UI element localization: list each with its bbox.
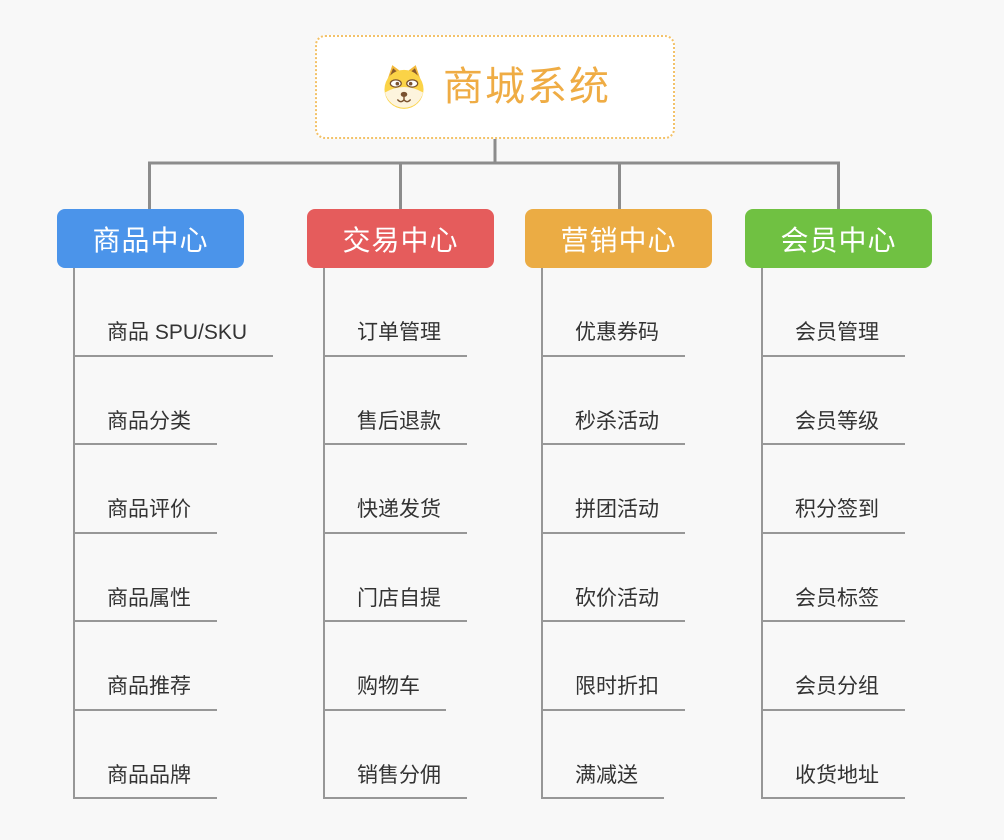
child-node[interactable]: 积分签到 <box>763 445 905 534</box>
child-node-label: 限时折扣 <box>575 675 659 699</box>
child-node[interactable]: 商品 SPU/SKU <box>75 268 274 357</box>
child-node[interactable]: 会员等级 <box>763 357 905 445</box>
child-node[interactable]: 销售分佣 <box>325 711 467 799</box>
child-node[interactable]: 订单管理 <box>325 268 467 357</box>
child-node-label: 收货地址 <box>795 763 879 787</box>
branch-children: 会员管理 会员等级 积分签到 会员标签 会员分组 收货地址 <box>761 268 975 799</box>
child-node-label: 会员管理 <box>795 321 879 345</box>
child-node-label: 商品属性 <box>107 586 191 610</box>
child-node[interactable]: 会员标签 <box>763 534 905 622</box>
child-node-label: 积分签到 <box>795 498 879 522</box>
dog-face-icon <box>384 65 424 109</box>
child-node[interactable]: 砍价活动 <box>543 534 685 622</box>
child-node-label: 商品品牌 <box>107 763 191 787</box>
child-node-label: 门店自提 <box>357 586 441 610</box>
child-node[interactable]: 拼团活动 <box>543 445 685 534</box>
root-node[interactable]: 商城系统 <box>315 35 675 139</box>
branch-1: 交易中心 订单管理 售后退款 快递发货 门店自提 购物车 销售分佣 <box>307 209 537 799</box>
child-node[interactable]: 优惠券码 <box>543 268 685 357</box>
child-node-label: 拼团活动 <box>575 498 659 522</box>
child-node-label: 快递发货 <box>357 498 441 522</box>
child-node[interactable]: 商品品牌 <box>75 711 217 799</box>
child-node[interactable]: 商品推荐 <box>75 622 217 711</box>
child-node[interactable]: 购物车 <box>325 622 446 711</box>
child-node-label: 商品 SPU/SKU <box>107 321 248 345</box>
child-node[interactable]: 会员分组 <box>763 622 905 711</box>
child-node-label: 销售分佣 <box>357 763 441 787</box>
child-node-label: 售后退款 <box>357 409 441 433</box>
branch-children: 订单管理 售后退款 快递发货 门店自提 购物车 销售分佣 <box>323 268 537 799</box>
branch-3: 会员中心 会员管理 会员等级 积分签到 会员标签 会员分组 收货地址 <box>745 209 975 799</box>
child-node[interactable]: 商品分类 <box>75 357 217 445</box>
child-node[interactable]: 门店自提 <box>325 534 467 622</box>
branch-0: 商品中心 商品 SPU/SKU 商品分类 商品评价 商品属性 商品推荐 商品品牌 <box>57 209 287 799</box>
branch-header[interactable]: 交易中心 <box>307 209 494 268</box>
child-node[interactable]: 商品评价 <box>75 445 217 534</box>
branch-header[interactable]: 营销中心 <box>525 209 712 268</box>
root-title: 商城系统 <box>443 65 611 109</box>
child-node-label: 砍价活动 <box>575 586 659 610</box>
child-node[interactable]: 会员管理 <box>763 268 905 357</box>
branch-children: 优惠券码 秒杀活动 拼团活动 砍价活动 限时折扣 满减送 <box>541 268 755 799</box>
child-node-label: 商品评价 <box>107 498 191 522</box>
branch-label: 会员中心 <box>780 224 897 256</box>
branch-label: 交易中心 <box>342 224 459 256</box>
branch-label: 营销中心 <box>560 224 677 256</box>
child-node[interactable]: 限时折扣 <box>543 622 685 711</box>
child-node[interactable]: 收货地址 <box>763 711 905 799</box>
child-node-label: 购物车 <box>357 675 420 699</box>
child-node-label: 商品推荐 <box>107 675 191 699</box>
child-node-label: 商品分类 <box>107 409 191 433</box>
child-node[interactable]: 售后退款 <box>325 357 467 445</box>
branch-label: 商品中心 <box>92 224 209 256</box>
child-node[interactable]: 快递发货 <box>325 445 467 534</box>
child-node[interactable]: 秒杀活动 <box>543 357 685 445</box>
child-node-label: 优惠券码 <box>575 321 659 345</box>
child-node[interactable]: 满减送 <box>543 711 664 799</box>
branch-header[interactable]: 会员中心 <box>745 209 932 268</box>
child-node-label: 订单管理 <box>357 321 441 345</box>
branch-children: 商品 SPU/SKU 商品分类 商品评价 商品属性 商品推荐 商品品牌 <box>73 268 287 799</box>
branch-2: 营销中心 优惠券码 秒杀活动 拼团活动 砍价活动 限时折扣 满减送 <box>525 209 755 799</box>
child-node[interactable]: 商品属性 <box>75 534 217 622</box>
child-node-label: 会员等级 <box>795 409 879 433</box>
child-node-label: 会员分组 <box>795 675 879 699</box>
child-node-label: 会员标签 <box>795 586 879 610</box>
branch-header[interactable]: 商品中心 <box>57 209 244 268</box>
child-node-label: 满减送 <box>575 763 638 787</box>
child-node-label: 秒杀活动 <box>575 409 659 433</box>
